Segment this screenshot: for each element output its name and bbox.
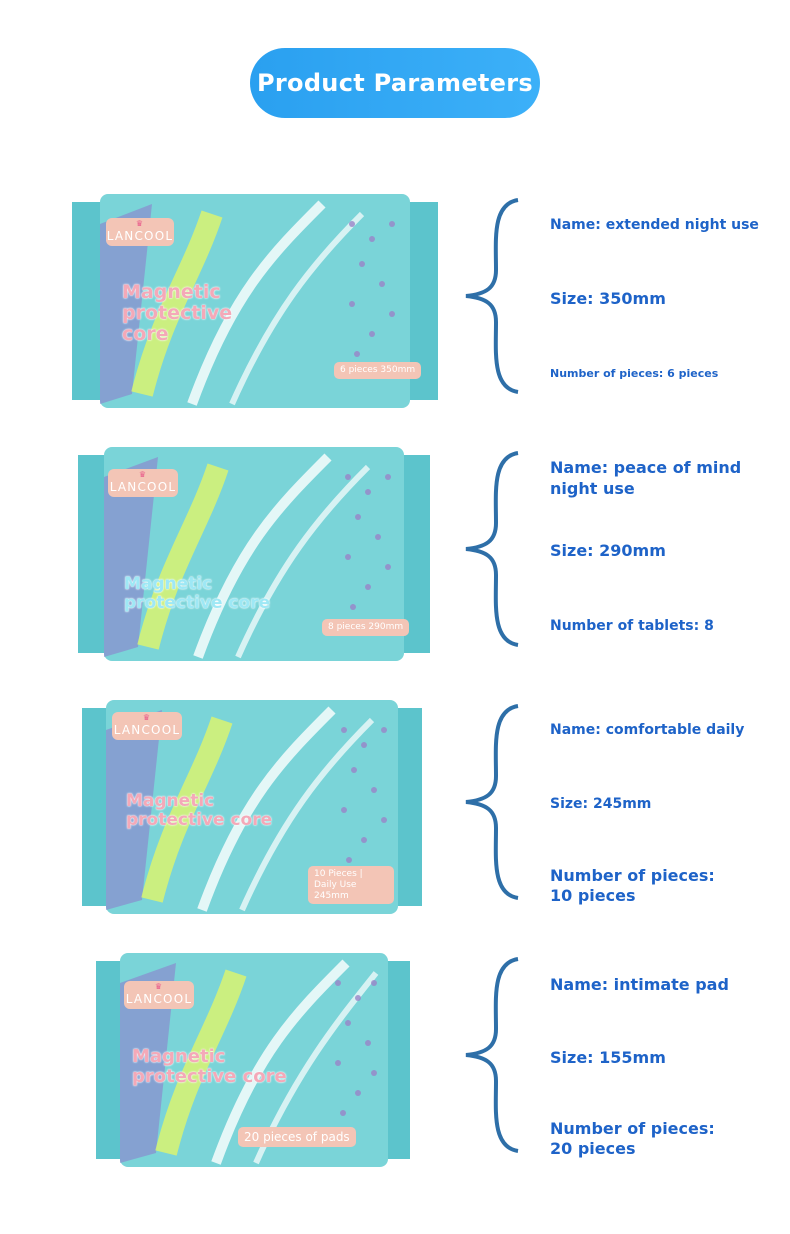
product-count: Number of pieces: 10 pieces <box>550 866 715 905</box>
brand-logo: ♛LANCOOL <box>112 712 182 740</box>
curly-brace-icon <box>465 198 519 394</box>
brand-logo: ♛LANCOOL <box>108 469 178 497</box>
package-count-tag: 8 pieces 290mm <box>322 619 410 636</box>
package-label: Magnetic protective core <box>132 1046 287 1087</box>
product-count: Number of pieces: 6 pieces <box>550 367 719 380</box>
package-count-tag: 10 Pieces | Daily Use 245mm <box>308 866 394 905</box>
product-count: Number of pieces: 20 pieces <box>550 1119 715 1158</box>
package-count-tag: 6 pieces 350mm <box>334 362 422 379</box>
page-title: Product Parameters <box>250 48 540 118</box>
product-row: ♛LANCOOL Magnetic protective core 6 piec… <box>0 190 790 410</box>
product-count: Number of tablets: 8 <box>550 618 714 634</box>
product-name: Name: extended night use <box>550 217 759 233</box>
product-row: ♛LANCOOL Magnetic protective core 10 Pie… <box>0 696 790 916</box>
product-row: ♛LANCOOL Magnetic protective core 20 pie… <box>0 949 790 1169</box>
curly-brace-icon <box>465 704 519 900</box>
brand-logo: ♛LANCOOL <box>106 218 174 246</box>
product-size: Size: 290mm <box>550 541 666 560</box>
product-package-image: ♛LANCOOL Magnetic protective core 6 piec… <box>72 194 438 408</box>
product-package-image: ♛LANCOOL Magnetic protective core 20 pie… <box>96 953 410 1167</box>
product-row: ♛LANCOOL Magnetic protective core 8 piec… <box>0 443 790 663</box>
package-label: Magnetic protective core <box>124 574 271 613</box>
product-name: Name: intimate pad <box>550 975 729 994</box>
product-name: Name: comfortable daily <box>550 722 745 738</box>
product-size: Size: 350mm <box>550 289 666 308</box>
package-label: Magnetic protective core <box>122 281 233 345</box>
brand-logo: ♛LANCOOL <box>124 981 194 1009</box>
product-size: Size: 245mm <box>550 796 652 812</box>
product-name: Name: peace of mind night use <box>550 458 742 498</box>
product-package-image: ♛LANCOOL Magnetic protective core 8 piec… <box>78 447 430 661</box>
package-count-tag: 20 pieces of pads <box>238 1127 356 1148</box>
curly-brace-icon <box>465 451 519 647</box>
curly-brace-icon <box>465 957 519 1153</box>
package-label: Magnetic protective core <box>126 791 273 830</box>
product-size: Size: 155mm <box>550 1048 666 1067</box>
product-package-image: ♛LANCOOL Magnetic protective core 10 Pie… <box>82 700 422 914</box>
